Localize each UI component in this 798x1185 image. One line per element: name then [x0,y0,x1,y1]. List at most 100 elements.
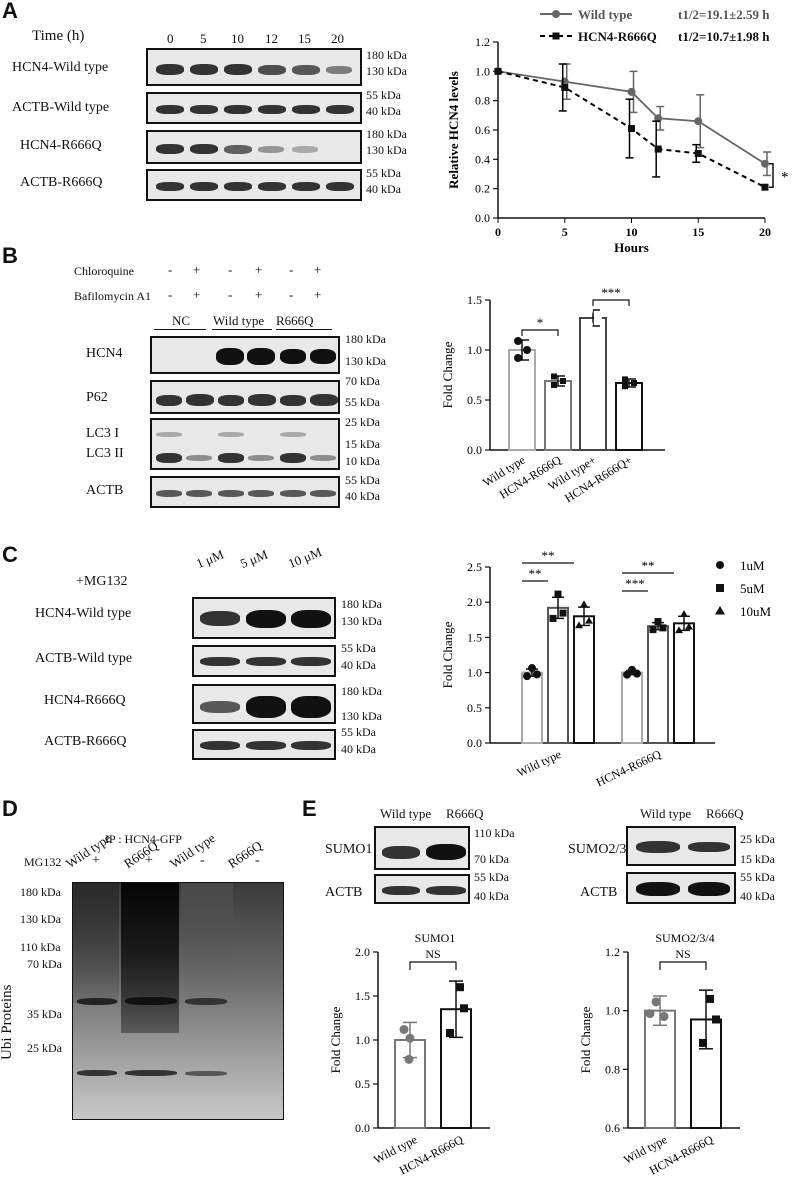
blot-actb-e-right [626,872,736,904]
group-nc: NC [172,313,191,328]
dose-10um: 10 μM [286,544,324,572]
row-label-actb-r666q: ACTB-R666Q [20,175,103,190]
kda-label: 70 kDa [27,957,62,971]
x-tick-label: 10 [626,225,638,239]
y-tick-label: 2.5 [467,560,482,574]
kda-label: 55 kDa [341,641,376,655]
significance-label: *** [625,576,645,591]
mg132-sign: + [145,853,153,868]
kda-label: 180 kDa [20,885,61,899]
bar [579,317,607,451]
kda-label: 40 kDa [341,658,376,672]
bar [508,349,536,451]
kda-label: 55 kDa [366,88,401,102]
y-tick-label: 0.0 [475,211,490,225]
kda-label: 40 kDa [474,889,509,903]
data-point-wild-type [627,87,636,96]
panel-label-a: A [2,0,18,23]
data-point [622,376,628,383]
blot-actb-b [150,476,340,508]
y-tick-label: 0.2 [475,182,490,196]
kda-label: 40 kDa [341,742,376,756]
data-point [514,337,522,345]
kda-label: 40 kDa [366,182,401,196]
chloroquine-sign: - [289,262,294,277]
y-tick-label: 1.0 [355,1033,370,1047]
kda-label: 10 kDa [345,454,380,468]
row-label-actb: ACTB [86,483,124,498]
y-tick-label: 1.5 [355,989,370,1003]
data-point [399,1024,409,1034]
time-header: Time (h) [32,28,85,44]
bafilomycin-sign: + [255,287,263,302]
chloroquine-sign: - [168,262,173,277]
row-label-actb-e-left: ACTB [325,885,363,900]
y-tick-label: 1.0 [467,666,482,680]
y-tick-label: 0.6 [475,123,490,137]
data-point [533,670,541,679]
y-axis-title: Fold Change [440,621,455,688]
kda-label: 180 kDa [341,597,382,611]
data-point [404,1054,414,1064]
data-point [680,610,688,617]
data-point-r666q [494,67,502,75]
y-tick-label: 0.5 [467,701,482,715]
kda-label: 130 kDa [20,912,61,926]
data-point [551,373,557,380]
kda-label: 55 kDa [341,725,376,739]
row-label-hcn4: HCN4 [86,346,123,361]
legend-label: Wild type [578,7,633,22]
y-tick-label: 1.0 [467,343,482,357]
bar [644,1009,676,1129]
data-point [575,621,583,629]
series-line [497,70,766,165]
significance-label: * [537,315,544,330]
significance-label: ** [642,558,655,573]
y-tick-label: 0.4 [475,152,490,166]
y-tick-label: 1.2 [605,945,620,959]
half-life-annotation: t1/2=19.1±2.59 h [678,7,770,22]
y-tick-label: 1.0 [475,64,490,78]
bafilomycin-sign: - [168,287,173,302]
data-point [554,590,562,598]
chloroquine-sign: + [255,262,263,277]
data-point [623,670,631,679]
significance-label: NS [675,947,690,961]
time-0: 0 [167,31,174,46]
legend-label: 5uM [740,581,765,596]
ubiquitin-blot [72,882,284,1120]
blot-actb-wt [146,92,362,124]
kda-label: 110 kDa [20,940,61,954]
row-label-actb-e-right: ACTB [580,885,618,900]
blot-p62 [150,380,340,414]
time-5: 5 [200,31,207,46]
y-tick-label: 1.0 [605,1004,620,1018]
legend-marker [715,606,725,615]
chloroquine-sign: - [228,262,233,277]
bar [647,625,669,744]
mg132-label: MG132 [24,855,62,869]
legend-marker [552,10,560,18]
data-point [551,382,557,388]
significance-bracket [592,299,630,306]
blot-hcn4 [150,336,340,374]
significance-label: NS [425,947,440,961]
mg132-treatment-label: +MG132 [76,574,128,589]
significance-label: *** [601,285,621,300]
data-point [651,997,661,1007]
kda-label: 70 kDa [345,374,380,388]
kda-label: 40 kDa [740,889,775,903]
kda-label: 130 kDa [366,64,407,78]
y-tick-label: 0.5 [355,1077,370,1091]
row-label-actb-r666q-c: ACTB-R666Q [44,734,127,749]
x-axis-title: Hours [614,240,649,255]
series-line [497,70,766,189]
data-point [645,1009,655,1019]
data-point [514,354,522,362]
blot-lc3 [150,418,340,470]
blot-sumo234 [626,826,736,866]
data-point [523,672,531,681]
y-axis-title: Relative HCN4 levels [446,71,461,189]
significance-label: ** [542,548,555,563]
